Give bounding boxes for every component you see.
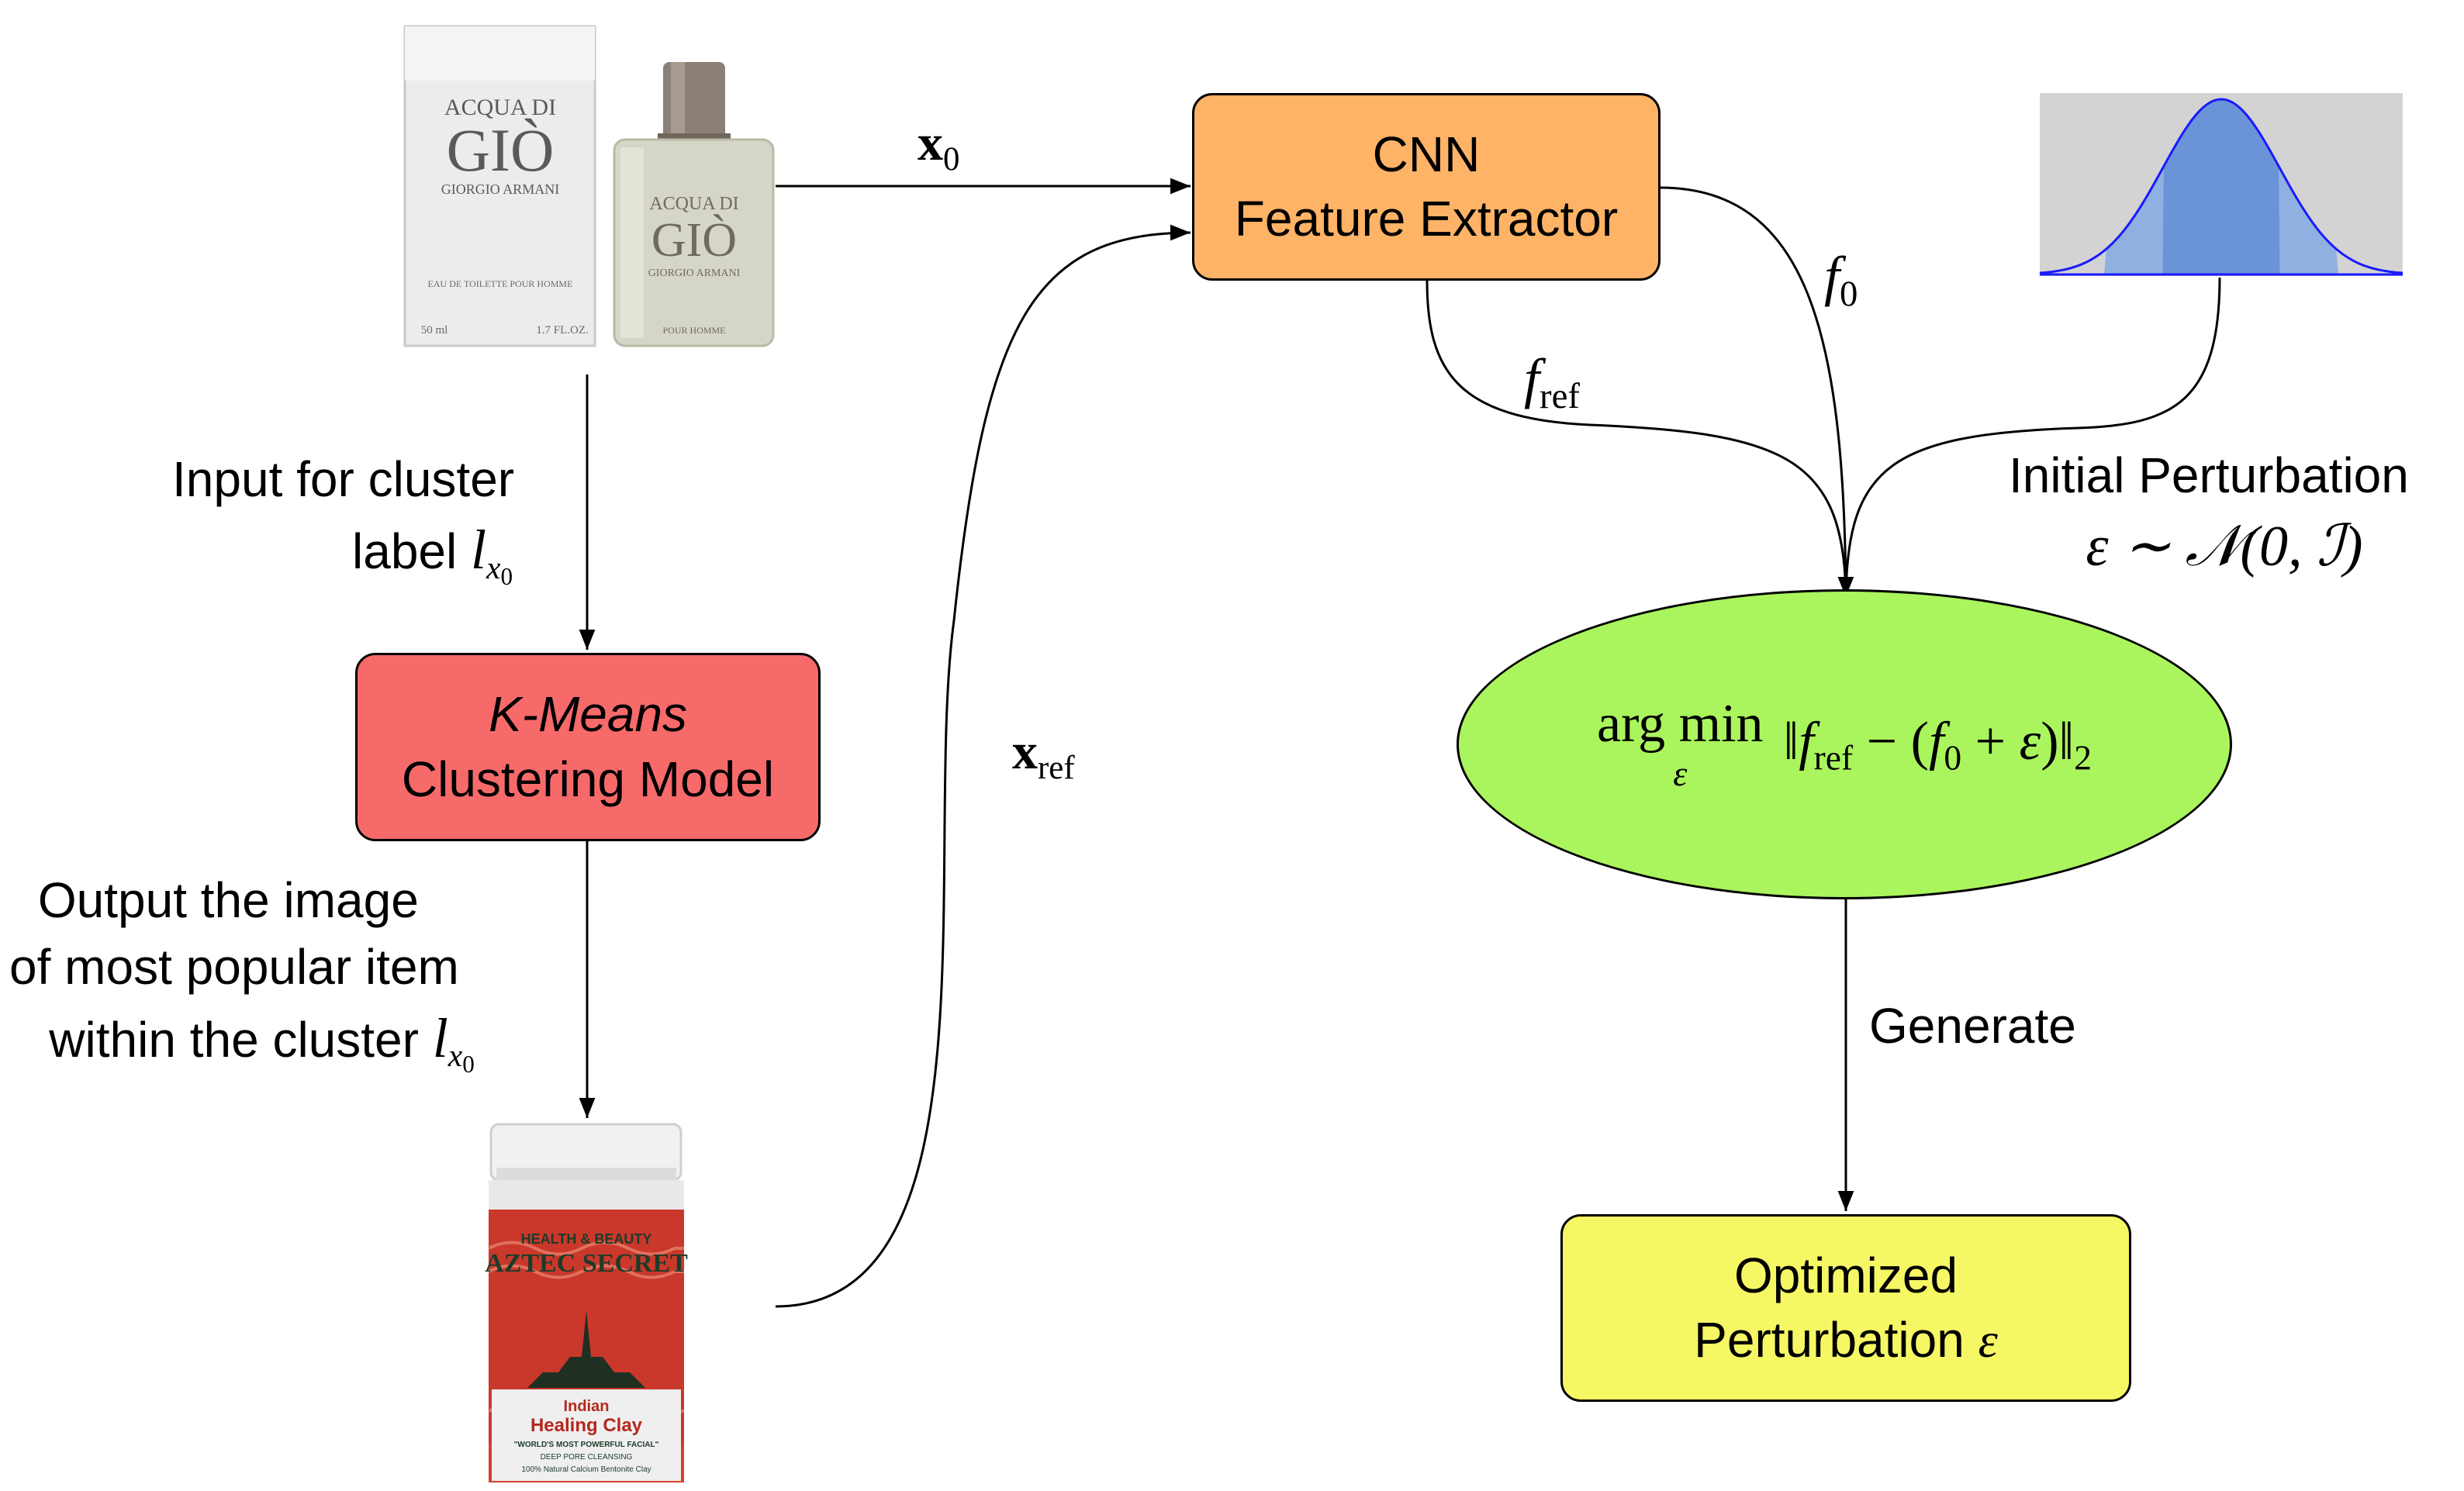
kmeans-clustering-box: K-Means Clustering Model — [355, 653, 821, 841]
distribution-band — [2162, 99, 2280, 274]
feature-extractor-label: Feature Extractor — [1234, 191, 1619, 247]
svg-text:1.7 FL.OZ.: 1.7 FL.OZ. — [536, 324, 589, 337]
edge-xref — [775, 224, 1191, 1308]
edge-f0 — [1659, 186, 1854, 598]
perturbation-label: Perturbation — [1694, 1312, 1965, 1368]
objective-formula: arg min ε ‖fref − (f0 + ε)‖2 — [1457, 589, 2232, 899]
svg-text:ACQUA DI: ACQUA DI — [444, 95, 556, 120]
svg-text:Indian: Indian — [564, 1398, 610, 1415]
perfume-image: ACQUA DI GIÒ GIORGIO ARMANI EAU DE TOILE… — [388, 23, 776, 349]
cnn-feature-extractor-box: CNN Feature Extractor — [1192, 93, 1661, 281]
svg-text:POUR HOMME: POUR HOMME — [662, 325, 725, 336]
label-output-image: Output the image of most popular item wi… — [9, 872, 475, 1079]
edge-fref — [1426, 280, 1847, 598]
svg-text:GIÒ: GIÒ — [447, 116, 555, 184]
svg-text:GIORGIO ARMANI: GIORGIO ARMANI — [441, 181, 560, 197]
label-x0: x0 — [918, 115, 960, 178]
argmin-variable: ε — [1673, 754, 1688, 793]
label-generate: Generate — [1869, 998, 2076, 1054]
svg-text:50 ml: 50 ml — [421, 324, 448, 337]
label-fref: fref — [1524, 347, 1580, 417]
svg-text:HEALTH & BEAUTY: HEALTH & BEAUTY — [521, 1231, 652, 1247]
normal-curve — [2039, 98, 2404, 274]
svg-text:"WORLD'S MOST POWERFUL FACIAL": "WORLD'S MOST POWERFUL FACIAL" — [514, 1441, 659, 1449]
norm-expression: ‖fref − (f0 + ε)‖2 — [1783, 711, 2092, 778]
cnn-label: CNN — [1372, 126, 1481, 182]
svg-text:DEEP PORE CLEANSING: DEEP PORE CLEANSING — [541, 1453, 633, 1462]
argmin-operator: arg min — [1597, 694, 1764, 754]
svg-text:EAU DE TOILETTE POUR HOMME: EAU DE TOILETTE POUR HOMME — [428, 278, 573, 289]
label-input-cluster: Input for cluster label lx0 — [172, 451, 515, 590]
jar-pyramid — [527, 1310, 645, 1388]
svg-text:GIORGIO ARMANI: GIORGIO ARMANI — [648, 267, 741, 279]
perfume-bottle — [613, 138, 775, 347]
normal-distribution-plot — [2039, 93, 2404, 276]
svg-text:ACQUA DI: ACQUA DI — [649, 194, 738, 214]
perturbation-label-row: Perturbation ε — [1694, 1308, 1998, 1372]
svg-text:GIÒ: GIÒ — [651, 214, 737, 267]
objective-ellipse — [1457, 589, 2232, 899]
label-initial-perturbation: Initial Perturbation ε ∼ 𝒩(0, ℐ) — [2009, 447, 2409, 579]
label-xref: xref — [1012, 723, 1075, 786]
label-f0: f0 — [1824, 245, 1858, 315]
epsilon-symbol: ε — [1978, 1313, 1998, 1368]
edge-initial-perturbation — [1844, 277, 2221, 598]
svg-text:Healing Clay: Healing Clay — [530, 1415, 643, 1436]
svg-text:100% Natural Calcium Bentonite: 100% Natural Calcium Bentonite Clay — [521, 1465, 651, 1474]
optimized-label: Optimized — [1733, 1247, 1958, 1303]
kmeans-label: K-Means — [488, 686, 688, 743]
svg-text:AZTEC SECRET: AZTEC SECRET — [485, 1249, 688, 1278]
clustering-model-label: Clustering Model — [401, 751, 775, 807]
clay-jar-image: HEALTH & BEAUTY AZTEC SECRET Indian Heal… — [485, 1123, 688, 1482]
optimized-perturbation-box: Optimized Perturbation ε — [1560, 1214, 2131, 1402]
